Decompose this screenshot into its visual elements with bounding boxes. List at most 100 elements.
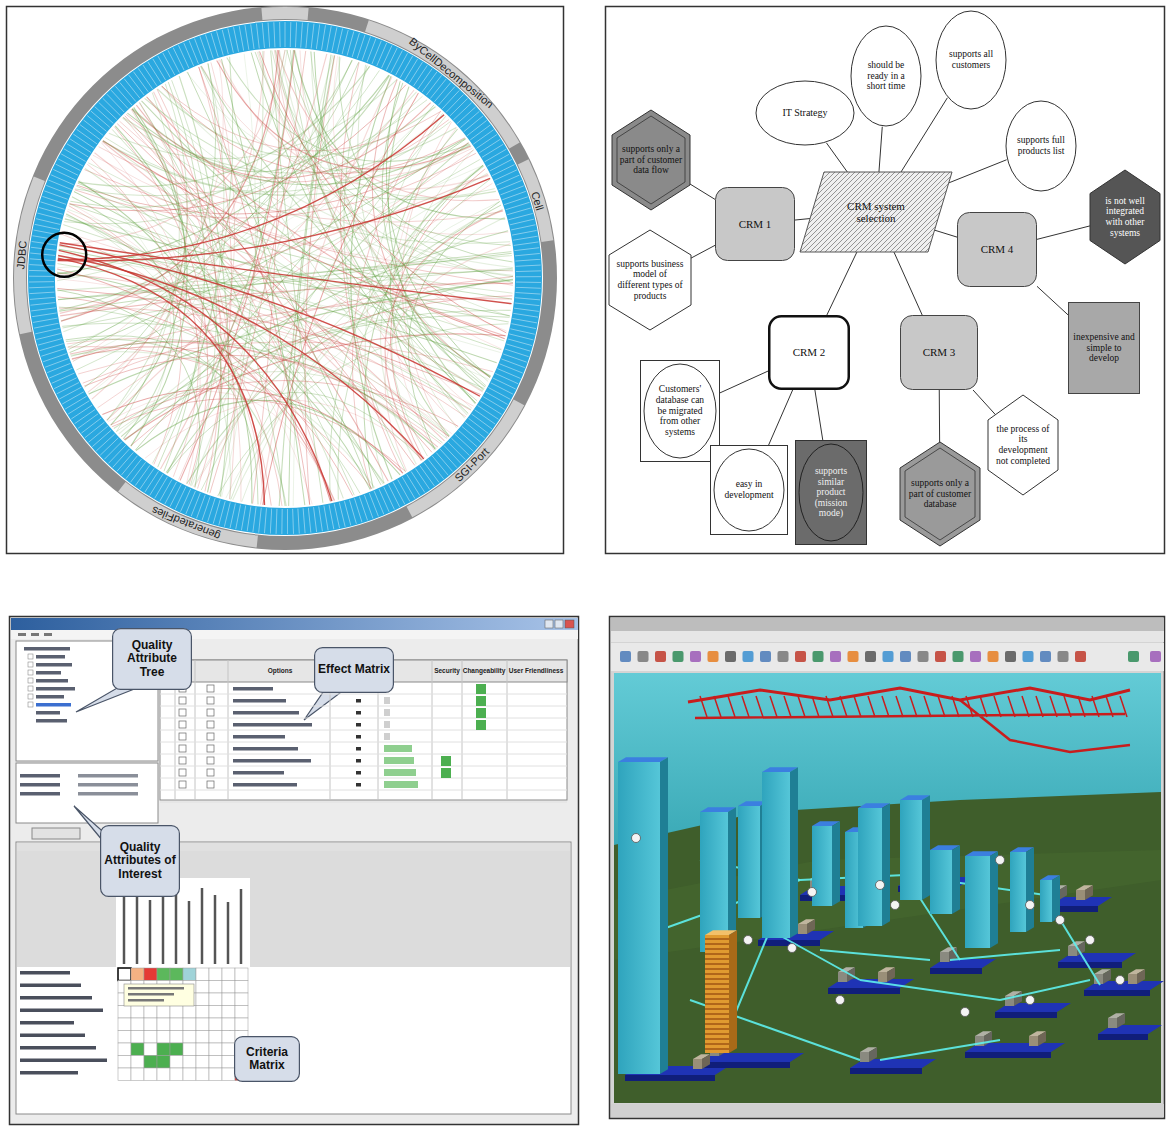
tool-screenshot [233,711,299,715]
edge-bundle-ring [95,107,114,124]
edge-bundle-ring [104,442,122,460]
node-label: supports similar product (mission mode) [806,466,856,519]
edge-bundle-ring [462,426,481,442]
tool-screenshot [207,745,214,752]
code-city-screenshot [896,696,903,717]
con-hexagon: is not well integrated with other system… [1090,170,1160,264]
code-city-screenshot [1128,651,1139,662]
code-city-screenshot [705,1023,729,1025]
tool-screenshot [157,1056,170,1069]
node-label: CRM 1 [723,218,788,230]
tool-screenshot [28,662,33,667]
tool-screenshot [17,851,570,967]
tool-screenshot [384,757,414,764]
tool-screenshot [565,620,574,628]
code-city-screenshot [705,993,729,995]
edge-bundle-ring [153,59,166,80]
edge-bundle-ring [62,231,474,406]
edge-bundle-ring [448,442,466,460]
edge-bundle-ring [264,508,266,533]
edge-bundle-ring [145,471,159,492]
code-city-screenshot [742,696,749,717]
edge-bundle-ring [285,22,286,47]
connector-line [1037,226,1090,239]
edge-bundle-ring [374,491,384,514]
code-city-screenshot [922,795,930,900]
connector-line [949,160,1007,183]
code-city-screenshot [840,696,847,717]
edge-bundle-ring [422,72,437,92]
node-text-block: CRM system selection [830,200,923,225]
edge-bundle-ring [42,233,86,277]
tool-screenshot [196,1068,209,1081]
node-label: is not well integrated with other system… [1097,196,1154,239]
node-text-block: Quality Attributes of Interest [104,841,177,881]
code-city-screenshot [784,696,791,717]
con-hexagon: the process of its development not compl… [988,395,1058,495]
node-text-block: CRM 4 [965,243,1030,255]
decision-parallelogram-outline [800,172,952,252]
panel-frames [606,7,1165,554]
edge-bundle-ring [513,313,538,317]
tool-screenshot [123,886,126,964]
code-city-screenshot [1150,651,1161,662]
alternative-box-outline [769,316,849,389]
tool-screenshot [384,721,390,728]
edge-bundle-ring [37,213,61,219]
code-city-screenshot [700,696,707,717]
tool-screenshot [170,1006,183,1019]
tool-screenshot [233,783,297,787]
code-city-screenshot [984,1031,992,1046]
code-city-screenshot [614,673,1161,1103]
tool-screenshot [196,968,209,981]
decision-parallelogram: CRM system selection [800,172,952,252]
code-city-screenshot [860,980,1000,1000]
edge-bundle-ring [499,364,522,373]
tool-screenshot [20,774,60,778]
tool-screenshot [476,684,486,694]
code-city-screenshot [700,1062,790,1068]
code-city-screenshot [762,772,790,938]
edge-bundle-ring [509,334,533,340]
tool-screenshot [20,1034,85,1038]
edge-bundle-ring [473,130,493,144]
edge-bundle-ring [173,48,184,70]
code-city-screenshot [930,850,952,914]
edge-bundle-ring [420,466,435,486]
edge-bundle-ring [29,281,54,282]
tool-screenshot [356,711,361,715]
code-city-screenshot [760,651,771,662]
code-city-screenshot [705,943,729,945]
code-city-screenshot [1058,651,1069,662]
tool-screenshot [160,766,567,767]
code-city-screenshot [693,1059,702,1069]
tool-screenshot [384,709,390,716]
edge-bundle-ring [482,144,503,157]
code-city-screenshot [988,651,999,662]
edge-bundle-ring [58,159,80,171]
tool-screenshot [222,993,235,1006]
edge-bundle-ring [329,505,334,530]
code-city-screenshot [994,696,1001,717]
tool-screenshot [36,671,61,675]
code-city-screenshot [940,952,949,962]
code-city-screenshot [705,1048,729,1050]
edge-bundle-ring [306,23,308,48]
code-city-screenshot [1026,996,1035,1005]
edge-bundle-ring [424,462,439,482]
code-city-screenshot [614,792,1161,1103]
edge-bundle-ring [388,485,399,507]
tool-screenshot [183,1018,196,1031]
edge-bundle-ring [29,276,54,277]
tool-screenshot [222,1031,235,1044]
connector-line [894,252,922,315]
group-label: SGI-Port [453,446,491,484]
edge-bundle-ring [398,480,410,502]
tool-screenshot [36,719,67,723]
edge-bundle-ring [78,66,370,186]
edge-bundle-ring [33,318,58,322]
edge-bundle-ring [311,24,314,49]
edge-bundle-ring [113,449,130,467]
edge-bundle-ring [400,56,412,78]
edge-bundle-ring [105,121,450,192]
